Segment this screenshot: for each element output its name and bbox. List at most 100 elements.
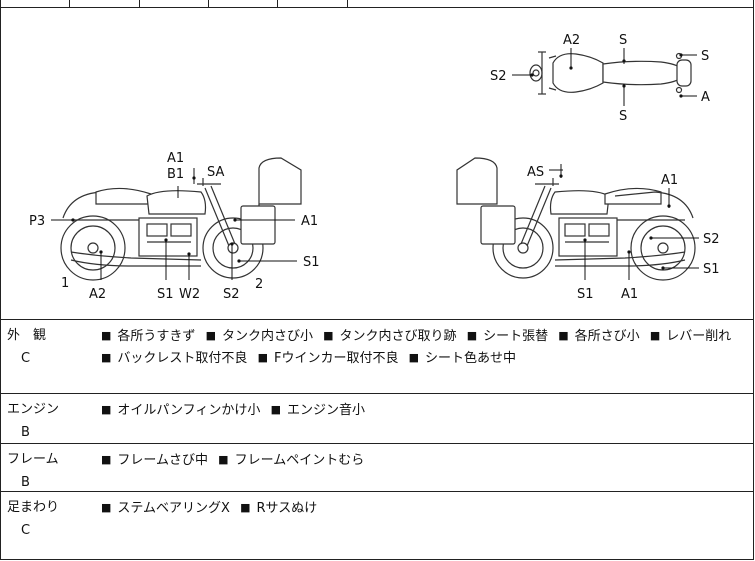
label-left-p3: P3 <box>29 214 45 229</box>
label-top-s-upper: S <box>619 33 627 48</box>
label-right-s1-right: S1 <box>703 262 720 277</box>
header-strip <box>1 0 753 8</box>
bullet-square-icon: ■ <box>240 501 251 514</box>
bullet-square-icon: ■ <box>101 351 112 364</box>
label-left-s2: S2 <box>223 287 240 302</box>
condition-item: ■バックレスト取付不良 <box>101 351 248 366</box>
row-grade: B <box>21 475 30 490</box>
label-right-s1: S1 <box>577 287 594 302</box>
condition-row-frame: フレーム B ■フレームさび中 ■フレームペイントむら <box>1 444 753 492</box>
row-category: 外 観 <box>7 328 47 343</box>
label-right-as: AS <box>527 165 544 180</box>
bullet-square-icon: ■ <box>558 329 569 342</box>
leader-dot <box>583 238 587 242</box>
row-items: ■ステムベアリングX ■Rサスぬけ <box>101 498 747 520</box>
condition-item: ■シート張替 <box>466 329 549 344</box>
label-top-s2: S2 <box>490 69 507 84</box>
condition-item: ■各所うすきず <box>101 329 196 344</box>
top-view-motorcycle <box>529 51 692 95</box>
leader-dot <box>627 250 631 254</box>
row-grade: C <box>21 523 31 538</box>
condition-row-engine: エンジン B ■オイルパンフィンかけ小 ■エンジン音小 <box>1 394 753 444</box>
bullet-square-icon: ■ <box>270 403 281 416</box>
label-left-s1-right: S1 <box>303 255 320 270</box>
leader-dot <box>661 266 665 270</box>
condition-item: ■タンク内さび小 <box>205 329 313 344</box>
bullet-square-icon: ■ <box>649 329 661 342</box>
damage-diagram: A2 S S2 S A S <box>1 8 753 320</box>
label-left-sa: SA <box>207 165 224 180</box>
label-left-a2: A2 <box>89 287 106 302</box>
label-right-a1-bottom: A1 <box>621 287 638 302</box>
items-line: ■各所うすきず ■タンク内さび小 ■タンク内さび取り跡 ■シート張替 ■各所さび… <box>101 326 747 348</box>
bullet-square-icon: ■ <box>101 453 112 466</box>
leader-dot <box>679 94 683 98</box>
leader-dot <box>622 84 626 88</box>
bullet-square-icon: ■ <box>205 329 216 342</box>
bullet-square-icon: ■ <box>218 453 229 466</box>
items-line: ■バックレスト取付不良 ■Fウインカー取付不良 ■シート色あせ中 <box>101 348 747 370</box>
leader-dot <box>230 242 234 246</box>
label-top-s-lower: S <box>619 109 627 124</box>
strip-divider <box>208 0 209 8</box>
row-items: ■各所うすきず ■タンク内さび小 ■タンク内さび取り跡 ■シート張替 ■各所さび… <box>101 326 747 370</box>
leader-dot <box>233 218 237 222</box>
condition-item: ■フレームさび中 <box>101 453 209 468</box>
leader-dot <box>99 250 103 254</box>
label-left-s1: S1 <box>157 287 174 302</box>
label-left-two: 2 <box>255 277 263 292</box>
strip-divider <box>277 0 278 8</box>
condition-row-suspension: 足まわり C ■ステムベアリングX ■Rサスぬけ <box>1 492 753 559</box>
row-label: 外 観 C <box>7 326 83 369</box>
row-label: 足まわり C <box>7 498 83 541</box>
label-top-a: A <box>701 90 710 105</box>
row-grade: B <box>21 425 30 440</box>
strip-divider <box>347 0 348 8</box>
bullet-square-icon: ■ <box>101 329 112 342</box>
row-category: エンジン <box>7 402 60 417</box>
leader-dot <box>192 176 196 180</box>
label-left-a1: A1 <box>167 151 184 166</box>
condition-item: ■Rサスぬけ <box>240 501 318 516</box>
items-line: ■フレームさび中 ■フレームペイントむら <box>101 450 747 472</box>
right-side-motorcycle <box>456 157 696 281</box>
row-grade: C <box>21 351 31 366</box>
leader-dot <box>164 238 168 242</box>
condition-row-exterior: 外 観 C ■各所うすきず ■タンク内さび小 ■タンク内さび取り跡 ■シート張替… <box>1 320 753 394</box>
label-right-s2: S2 <box>703 232 720 247</box>
condition-item: ■エンジン音小 <box>270 403 365 418</box>
label-left-w2: W2 <box>179 287 200 302</box>
leader-dot <box>667 204 671 208</box>
condition-item: ■各所さび小 <box>558 329 640 344</box>
leader-dot <box>530 73 534 77</box>
items-line: ■オイルパンフィンかけ小 ■エンジン音小 <box>101 400 747 422</box>
row-category: フレーム <box>7 452 59 467</box>
strip-divider <box>139 0 140 8</box>
strip-divider <box>69 0 70 8</box>
condition-item: ■ステムベアリングX <box>101 501 230 516</box>
label-top-a2: A2 <box>563 33 580 48</box>
row-label: エンジン B <box>7 400 83 443</box>
label-left-one: 1 <box>61 276 69 291</box>
leader-dot <box>649 236 653 240</box>
condition-item: ■Fウインカー取付不良 <box>257 351 399 366</box>
bullet-square-icon: ■ <box>101 403 112 416</box>
condition-item: ■レバー削れ <box>649 329 732 344</box>
leader-dot <box>71 218 75 222</box>
left-side-motorcycle <box>60 157 302 281</box>
items-line: ■ステムベアリングX ■Rサスぬけ <box>101 498 747 520</box>
leader-dot <box>622 59 626 63</box>
bullet-square-icon: ■ <box>408 351 419 364</box>
condition-item: ■フレームペイントむら <box>218 453 365 468</box>
row-label: フレーム B <box>7 450 83 493</box>
condition-item: ■オイルパンフィンかけ小 <box>101 403 261 418</box>
label-right-a1-top: A1 <box>661 173 678 188</box>
motorcycle-diagram-svg: A2 S S2 S A S <box>29 33 720 302</box>
label-left-b1: B1 <box>167 167 184 182</box>
condition-item: ■タンク内さび取り跡 <box>323 329 457 344</box>
bullet-square-icon: ■ <box>257 351 268 364</box>
label-left-a1-right: A1 <box>301 214 318 229</box>
bullet-square-icon: ■ <box>323 329 334 342</box>
leader-dot <box>237 259 241 263</box>
